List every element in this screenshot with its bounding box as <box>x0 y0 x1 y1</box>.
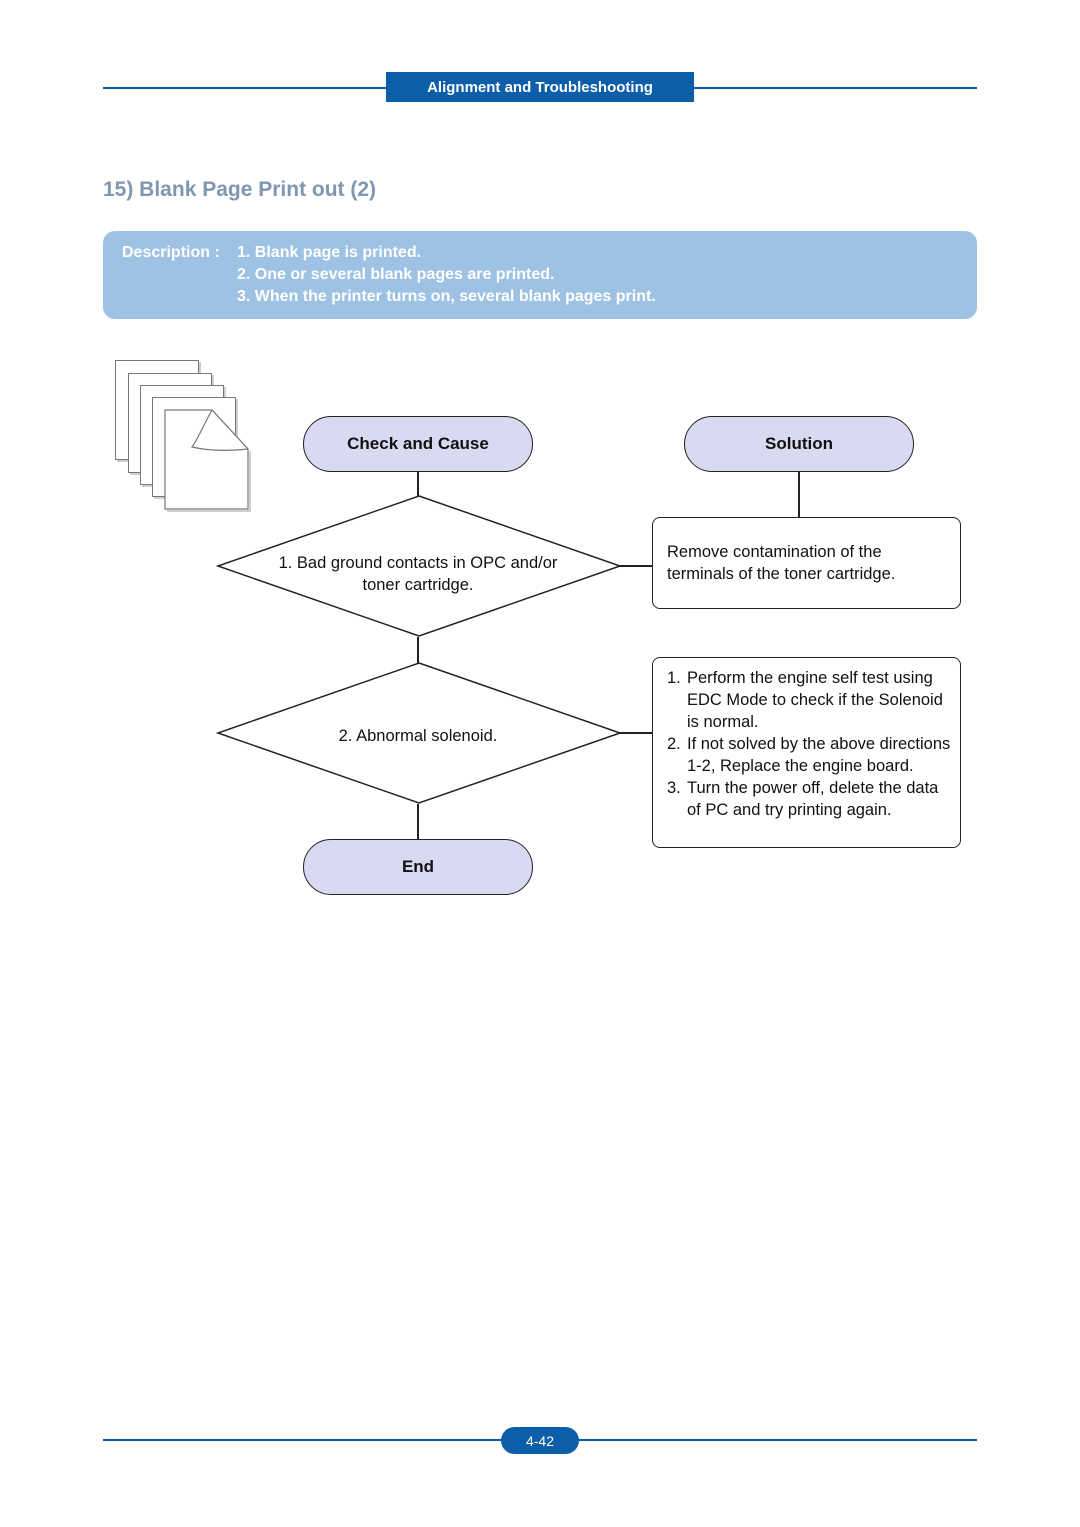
check-and-cause-header: Check and Cause <box>303 416 533 472</box>
page-curl-icon <box>164 409 251 512</box>
solution-item: 1.Perform the engine self test using EDC… <box>667 669 943 731</box>
solution-header: Solution <box>684 416 914 472</box>
description-box: Description : 1. Blank page is printed. … <box>103 231 977 319</box>
description-item: 2. One or several blank pages are printe… <box>237 266 555 283</box>
connector-line <box>417 637 419 663</box>
connector-line <box>620 565 652 567</box>
decision-diamond <box>216 662 622 804</box>
description-prefix: Description : <box>122 244 220 261</box>
solution-box: 1.Perform the engine self test using EDC… <box>652 657 961 848</box>
connector-line <box>798 472 800 517</box>
decision-diamond <box>216 495 622 637</box>
connector-line <box>417 472 419 496</box>
blank-pages-icon <box>112 358 257 518</box>
description-item: 1. Blank page is printed. <box>237 244 422 261</box>
solution-item: 2.If not solved by the above directions … <box>667 735 951 775</box>
page-number: 4-42 <box>501 1427 579 1454</box>
end-terminal: End <box>303 839 533 895</box>
cause-text: 2. Abnormal solenoid. <box>338 727 498 745</box>
connector-line <box>417 804 419 839</box>
description-item: 3. When the printer turns on, several bl… <box>237 288 656 305</box>
solution-list: 1.Perform the engine self test using EDC… <box>667 667 952 821</box>
header-tab: Alignment and Troubleshooting <box>386 72 694 102</box>
cause-text: 1. Bad ground contacts in OPC and/or ton… <box>278 554 558 594</box>
section-title: 15) Blank Page Print out (2) <box>103 178 377 201</box>
solution-item: 3.Turn the power off, delete the data of… <box>667 779 939 819</box>
solution-box: Remove contamination of the terminals of… <box>652 517 961 609</box>
connector-line <box>620 732 652 734</box>
